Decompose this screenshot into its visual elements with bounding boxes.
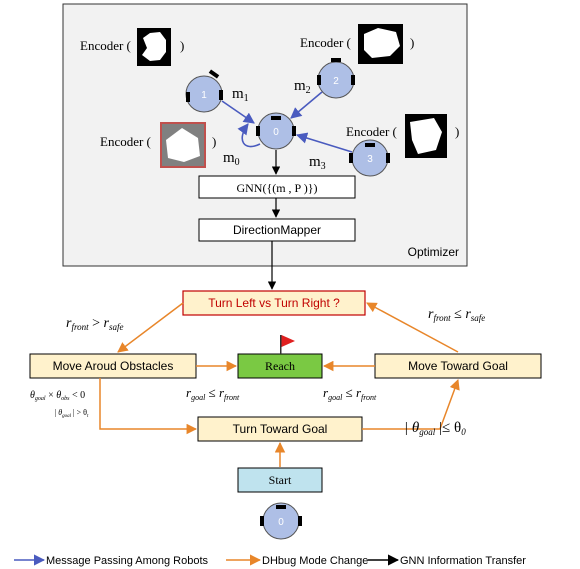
encoder-0: Encoder ( )	[100, 122, 216, 168]
legend: Message Passing Among Robots DHbug Mode …	[14, 554, 526, 567]
legend-message-label: Message Passing Among Robots	[46, 555, 209, 567]
robot-1-id: 1	[201, 90, 207, 101]
legend-gnn-label: GNN Information Transfer	[400, 555, 526, 567]
message-arrow-3	[295, 132, 353, 153]
robot-2: 2	[317, 58, 355, 99]
svg-text:Encoder (: Encoder (	[100, 134, 151, 149]
turn-toward-goal-box	[197, 416, 363, 442]
cond-theta-abs-gt: | θgoal | > θt	[54, 408, 89, 419]
cond-front-le-safe: rfront ≤ rsafe	[428, 307, 485, 323]
move-toward-goal-label: Move Toward Goal	[408, 359, 508, 373]
arrow-movetoward-decision	[366, 302, 459, 353]
svg-text:Encoder (: Encoder (	[346, 124, 397, 139]
cond-goal-le-front-left: rgoal ≤ rfront	[186, 385, 240, 402]
robot-0-id: 0	[273, 127, 279, 138]
label-m1: m1	[232, 86, 249, 104]
cond-goal-le-front-right: rgoal ≤ rfront	[323, 385, 377, 402]
svg-text:Encoder (: Encoder (	[300, 35, 351, 50]
svg-text:): )	[180, 38, 184, 53]
robot-0: 0	[256, 112, 296, 150]
flag-icon	[280, 335, 295, 354]
arrow-movearound-turn	[99, 378, 198, 435]
svg-text:): )	[212, 134, 216, 149]
encoder-2: Encoder ( )	[300, 24, 414, 64]
cond-front-gt-safe: rfront > rsafe	[66, 316, 123, 332]
svg-text:0: 0	[278, 517, 284, 528]
encoder-3: Encoder ( )	[346, 114, 459, 158]
label-m2: m2	[294, 78, 311, 96]
reach-box	[237, 353, 323, 379]
optimizer-label: Optimizer	[408, 245, 459, 259]
decision-label: Turn Left vs Turn Right ?	[208, 296, 340, 310]
message-arrow-2	[290, 91, 323, 119]
svg-text:): )	[410, 35, 414, 50]
message-arrow-1	[221, 100, 255, 124]
start-label: Start	[269, 473, 292, 487]
label-m0: m0	[223, 150, 240, 168]
arrow-turn-movetoward	[362, 379, 460, 430]
mapper-box	[198, 218, 356, 242]
move-around-label: Move Aroud Obstacles	[53, 359, 174, 373]
turn-toward-goal-label: Turn Toward Goal	[233, 422, 328, 436]
svg-text:): )	[455, 124, 459, 139]
start-box	[237, 467, 323, 493]
reach-label: Reach	[265, 359, 295, 373]
mapper-label: DirectionMapper	[233, 223, 321, 237]
arrow-decision-movearound	[117, 302, 184, 353]
robot-1: 1	[185, 69, 223, 113]
gnn-label: GNN({(m , P )})	[236, 181, 317, 195]
robot-3-id: 3	[367, 154, 373, 165]
robot-2-id: 2	[333, 76, 339, 87]
start-robot: 0	[260, 502, 302, 540]
encoder-1: Encoder ( )	[80, 28, 184, 66]
legend-mode-label: DHbug Mode Change	[262, 555, 368, 567]
cond-theta-abs-le: | θgoal |≤ θ0	[404, 420, 466, 437]
gnn-box	[198, 175, 356, 199]
cond-theta-product: θgoal × θobs < 0	[30, 390, 85, 402]
robot-3: 3	[349, 139, 390, 177]
label-m3: m3	[309, 154, 326, 172]
svg-text:Encoder (: Encoder (	[80, 38, 131, 53]
message-arrow-0	[237, 123, 261, 148]
